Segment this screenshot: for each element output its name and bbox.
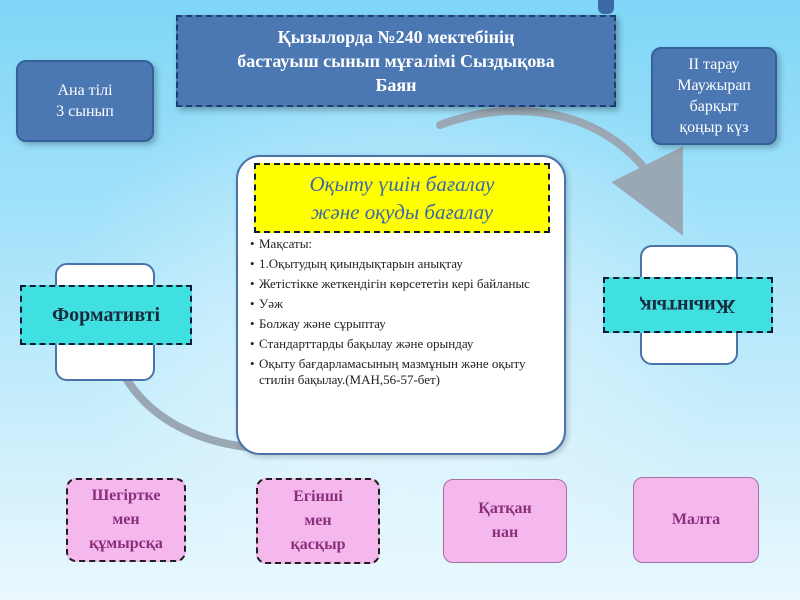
assessment-title-line-1: Оқыту үшін бағалау [309,172,495,196]
story-card-3: Қатқан нан [443,479,567,563]
list-item: Оқыту бағдарламасының мазмұнын және оқыт… [250,356,556,388]
story-card-1-line-1: Шегіртке [91,487,161,504]
chapter-line-3: барқыт [689,98,739,115]
story-card-4: Малта [633,477,759,563]
story-card-1: Шегіртке мен құмырсқа [66,478,186,562]
chapter-info-box: II тарау Маужырап барқыт қоңыр күз [651,47,777,145]
story-card-3-line-2: нан [491,524,519,541]
list-item: Уәж [250,296,556,312]
summative-label-text: Жиынтық [640,294,736,317]
story-card-1-line-2: мен [112,511,140,528]
formative-label: Формативті [20,285,192,345]
assessment-title: Оқыту үшін бағалау және оқуды бағалау [254,163,550,233]
banner-scroll-tab [598,0,614,14]
story-card-1-line-3: құмырсқа [89,535,163,552]
top-curved-arrow [436,106,683,236]
story-card-4-line-1: Малта [671,511,721,528]
story-card-3-line-1: Қатқан [478,500,532,517]
purpose-list: Мақсаты: 1.Оқытудың қиындықтарын анықтау… [250,236,556,392]
list-item: Жетістікке жеткендігін көрсететін кері б… [250,276,556,292]
story-card-2: Егінші мен қасқыр [256,478,380,564]
title-line-1: Қызылорда №240 мектебінің [277,27,515,47]
title-line-3: Баян [375,75,417,95]
chapter-line-2: Маужырап [677,77,751,94]
list-item: Болжау және сұрыптау [250,316,556,332]
list-item: 1.Оқытудың қиындықтарын анықтау [250,256,556,272]
chapter-line-1: II тарау [688,56,740,73]
list-item: Стандарттарды бақылау және орындау [250,336,556,352]
chapter-line-4: қоңыр күз [679,119,749,136]
assessment-title-line-2: және оқуды бағалау [310,200,494,224]
story-card-2-line-3: қасқыр [290,536,346,553]
subject-line-1: Ана тілі [57,82,113,99]
story-card-2-line-1: Егінші [293,488,343,505]
subject-info-box: Ана тілі 3 сынып [16,60,154,142]
summative-label: Жиынтық [603,277,773,333]
title-banner: Қызылорда №240 мектебінің бастауыш сынып… [176,15,616,107]
subject-line-2: 3 сынып [56,103,114,120]
list-item: Мақсаты: [250,236,556,252]
formative-label-text: Формативті [52,303,160,326]
title-line-2: бастауыш сынып мұғалімі Сыздықова [237,51,555,71]
story-card-2-line-2: мен [304,512,332,529]
